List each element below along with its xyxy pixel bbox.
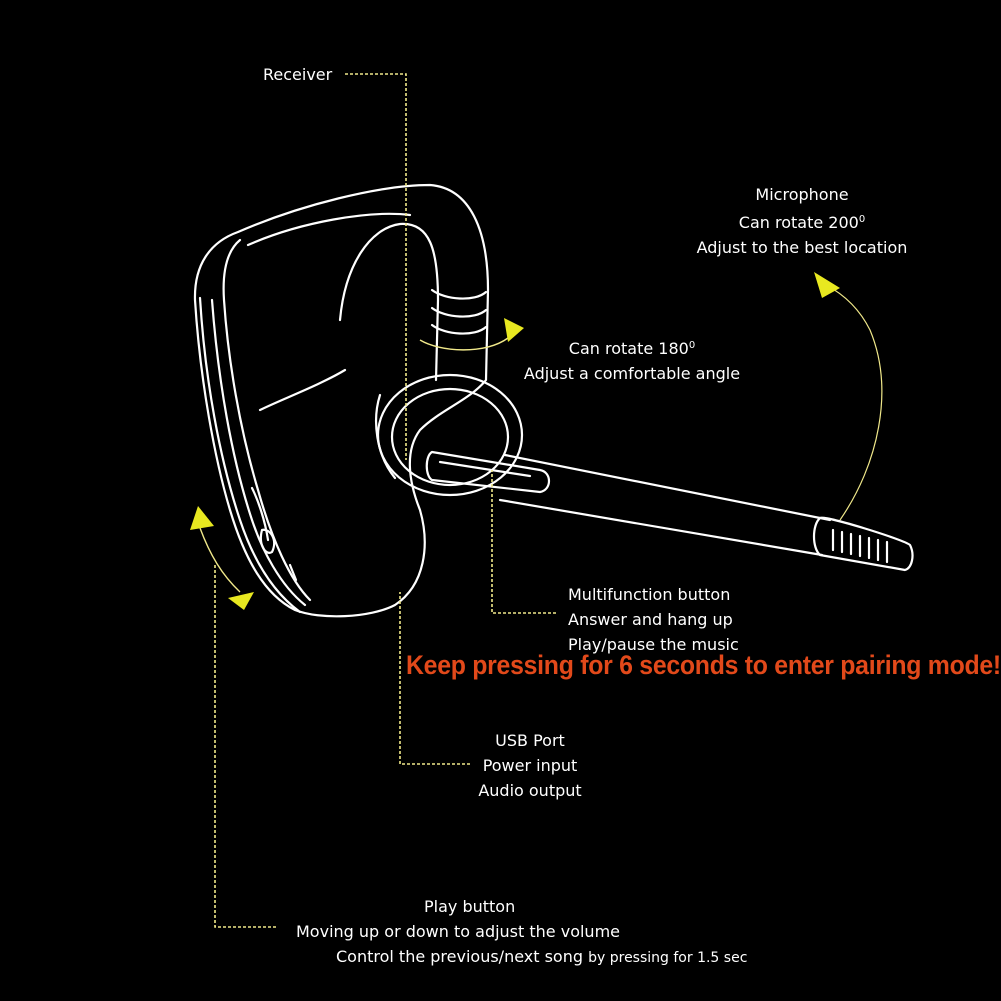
play-line3-main: Control the previous/next song: [336, 947, 589, 966]
microphone-arrow-icon: [814, 272, 840, 298]
play-leader: [214, 565, 276, 928]
microphone-adjust: Adjust to the best location: [696, 238, 908, 257]
usb-title: USB Port: [495, 731, 565, 750]
usb-leader: [399, 592, 470, 765]
boom-rotate: Can rotate 180: [568, 339, 689, 358]
play-title: Play button: [424, 897, 516, 916]
multifunction-leader: [491, 470, 556, 614]
boom-adjust: Adjust a comfortable angle: [523, 364, 741, 383]
microphone-title: Microphone: [755, 185, 849, 204]
play-label: Play button Moving up or down to adjust …: [296, 894, 747, 971]
multifunction-line2: Answer and hang up: [568, 610, 733, 629]
swivel-arc: [419, 337, 509, 351]
headset-illustration: [193, 183, 914, 618]
pairing-warning: Keep pressing for 6 seconds to enter pai…: [406, 650, 1001, 680]
usb-line3: Audio output: [478, 781, 582, 800]
usb-label: USB Port Power input Audio output: [462, 728, 598, 803]
leader-lines: [199, 73, 883, 928]
rocker-up-arrow-icon: [190, 506, 214, 530]
multifunction-title: Multifunction button: [568, 585, 731, 604]
swivel-arrow-icon: [504, 318, 524, 342]
microphone-rotate: Can rotate 200: [738, 213, 859, 232]
microphone-label: Microphone Can rotate 2000 Adjust to the…: [680, 182, 924, 260]
rotate-boom-label: Can rotate 1800 Adjust a comfortable ang…: [508, 333, 756, 386]
rocker-down-arrow-icon: [228, 592, 254, 610]
rocker-arc: [199, 527, 241, 593]
receiver-label: Receiver: [263, 65, 333, 84]
arrowheads: [190, 272, 840, 610]
play-line2: Moving up or down to adjust the volume: [296, 922, 620, 941]
usb-line2: Power input: [482, 756, 578, 775]
microphone-degree: 0: [858, 214, 866, 225]
boom-degree: 0: [688, 340, 696, 351]
microphone-arc: [825, 284, 883, 521]
play-line3-small: by pressing for 1.5 sec: [588, 950, 748, 966]
multifunction-line3: Play/pause the music: [568, 635, 739, 654]
multifunction-label: Multifunction button Answer and hang up …: [568, 582, 739, 657]
receiver-leader: [345, 73, 407, 460]
